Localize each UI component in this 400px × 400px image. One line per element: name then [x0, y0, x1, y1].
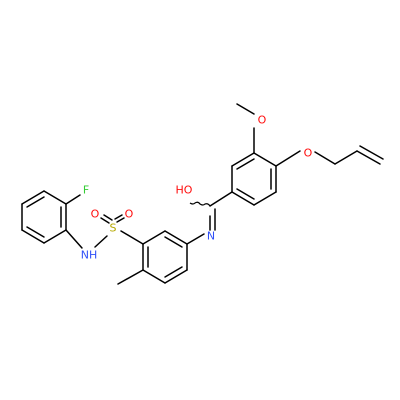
imine-bonds — [209, 208, 216, 231]
atom-nh: NH — [81, 249, 98, 262]
atom-o-sulfonyl-right: O — [125, 208, 134, 221]
nh-s-bond — [94, 235, 108, 248]
wavy-bond — [189, 201, 211, 207]
atom-hydroxyl: HO — [176, 184, 193, 197]
aryl-nh-bond — [65, 229, 83, 249]
methoxy-bonds — [236, 103, 255, 154]
atom-o-allyloxy: O — [304, 147, 313, 160]
fluorophenyl-ring — [21, 190, 67, 244]
atom-o-sulfonyl-left: O — [91, 208, 100, 221]
allyloxy-bonds — [275, 145, 384, 167]
methyl-bond — [117, 269, 144, 285]
atom-o-methoxy: O — [258, 114, 267, 127]
s-aryl-bond — [120, 230, 144, 245]
atom-s: S — [110, 222, 117, 235]
atom-f: F — [83, 184, 89, 197]
carbon-aryl-bond — [209, 191, 233, 207]
aryl-ether-ring — [231, 152, 277, 206]
sulfonyl-bonds — [100, 214, 125, 224]
atom-n-imine: N — [207, 230, 215, 243]
aryl-n-bond — [186, 233, 205, 245]
cf-bond — [65, 194, 81, 205]
central-ring — [142, 230, 188, 284]
